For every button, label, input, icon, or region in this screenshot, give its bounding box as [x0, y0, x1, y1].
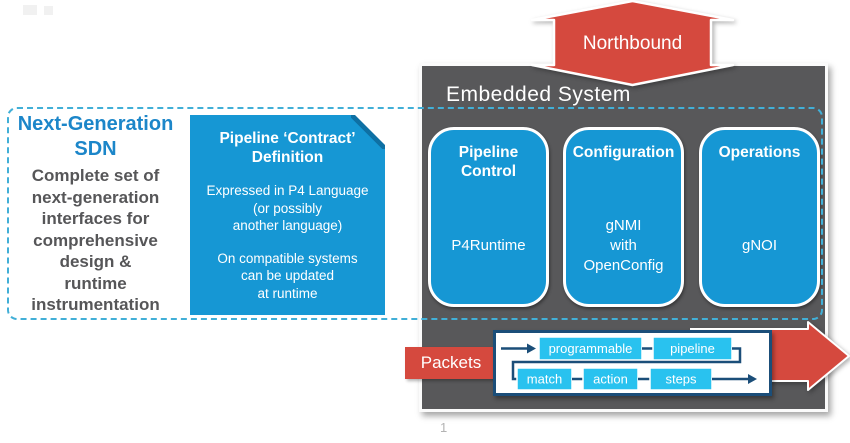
- card-configuration: Configuration gNMI with OpenConfig: [563, 127, 684, 307]
- entry-arrowhead-icon: [527, 343, 536, 354]
- packets-label-box: Packets: [405, 347, 497, 379]
- artifact-square: [23, 5, 37, 15]
- sdn-panel: Next-Generation SDN Complete set of next…: [8, 112, 183, 316]
- flow-node-label: match: [527, 372, 562, 387]
- contract-title: Pipeline ‘Contract’ Definition: [219, 130, 356, 166]
- page-number: 1: [440, 420, 448, 435]
- flow-node-label: pipeline: [670, 341, 715, 356]
- card-title: Operations: [718, 144, 801, 161]
- card-title: Configuration: [572, 144, 675, 161]
- sdn-description: Complete set of next-generation interfac…: [31, 166, 160, 314]
- sdn-title: Next-Generation SDN: [17, 113, 174, 160]
- wrap-connector-line: [511, 347, 742, 381]
- contract-definition-box: Pipeline ‘Contract’ Definition Expressed…: [190, 115, 385, 315]
- pipeline-flow-diagram: programmable pipeline match action steps: [501, 336, 757, 391]
- flow-node-label: programmable: [549, 341, 633, 356]
- card-operations: Operations gNOI: [699, 127, 820, 307]
- dashed-scope-border: [7, 107, 823, 320]
- contract-paragraph-2: On compatible systems can be updated at …: [217, 250, 358, 301]
- contract-paragraph-1: Expressed in P4 Language (or possibly an…: [206, 183, 369, 233]
- flow-node-label: action: [593, 372, 628, 387]
- artifact-square: [44, 6, 53, 15]
- embedded-system-title: Embedded System: [446, 83, 631, 106]
- card-value: P4Runtime: [451, 237, 526, 254]
- card-pipeline-control: Pipeline Control P4Runtime: [428, 127, 549, 307]
- card-value: gNOI: [741, 237, 777, 254]
- up-down-arrow-icon: [530, 0, 735, 87]
- card-value: gNMI with OpenConfig: [583, 217, 664, 274]
- northbound-label: Northbound: [582, 33, 683, 54]
- flow-node-label: steps: [665, 372, 697, 387]
- card-title: Pipeline Control: [458, 144, 519, 180]
- pipeline-flow-box: programmable pipeline match action steps: [493, 330, 772, 396]
- northbound-arrow-icon: Northbound: [530, 0, 735, 87]
- exit-arrowhead-icon: [748, 374, 757, 384]
